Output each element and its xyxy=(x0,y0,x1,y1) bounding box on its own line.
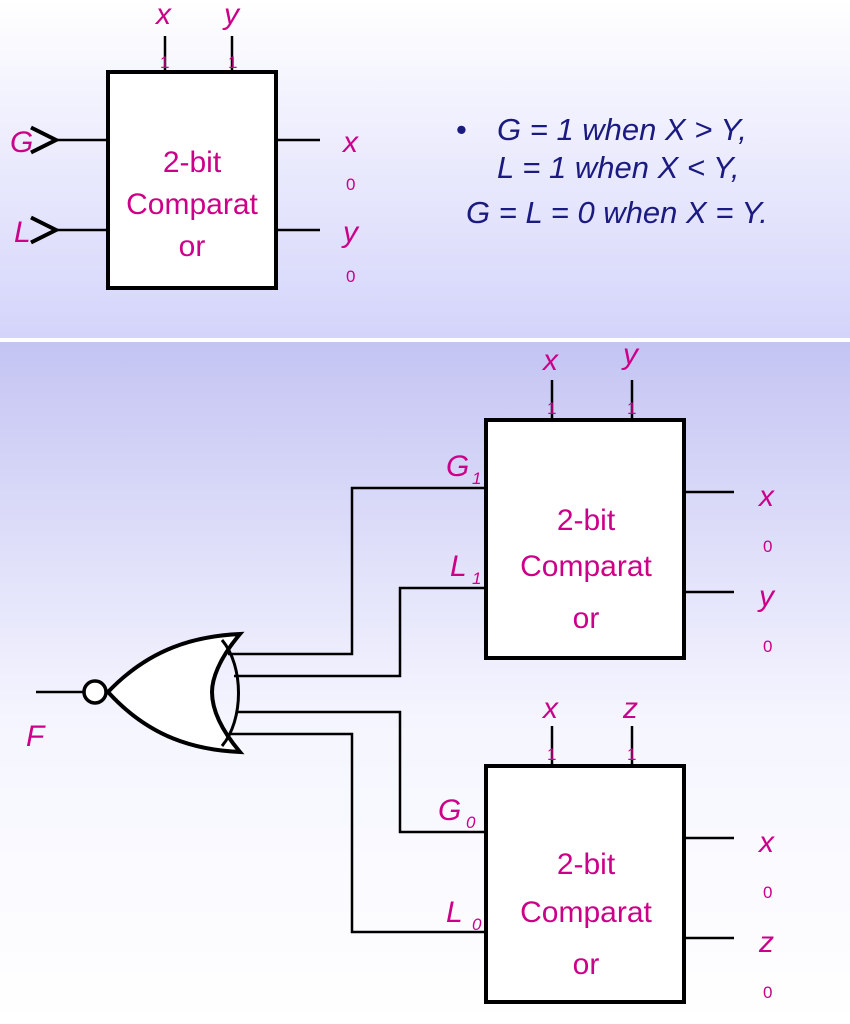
upper-box-line-3: or xyxy=(573,602,600,635)
top-in-y1-letter: y xyxy=(222,0,241,31)
lower-in-z0-sub: 0 xyxy=(763,983,772,1002)
upper-comparator-box xyxy=(484,418,686,660)
nor-bubble xyxy=(82,679,108,705)
upper-in-y1-sub: 1 xyxy=(627,399,636,418)
lower-in-x0-letter: x xyxy=(757,826,775,859)
upper-in-y0-sub: 0 xyxy=(763,637,772,656)
lower-comparator-box xyxy=(484,764,686,1004)
upper-out-g-letter: G xyxy=(446,450,469,483)
top-in-x0-letter: x xyxy=(341,126,359,159)
upper-in-x0-letter: x xyxy=(757,480,775,513)
top-in-y0-letter: y xyxy=(341,216,360,249)
top-in-x0-sub: 0 xyxy=(346,175,355,194)
nor-gate-back-curve xyxy=(220,639,240,747)
lower-comparator: 2-bit Comparat or x 1 z 1 x 0 z 0 G 0 L … xyxy=(438,692,775,1004)
top-out-g: G xyxy=(10,126,33,159)
lower-out-l-letter: L xyxy=(446,896,463,929)
lower-in-z1-sub: 1 xyxy=(627,745,636,764)
upper-box-line-1: 2-bit xyxy=(557,504,616,537)
top-box-line-1: 2-bit xyxy=(163,146,222,179)
wire-g0 xyxy=(236,710,486,834)
upper-in-y1-letter: y xyxy=(621,338,640,371)
lower-box-line-3: or xyxy=(573,948,600,981)
upper-in-x0-sub: 0 xyxy=(763,537,772,556)
wire-l0 xyxy=(230,732,486,934)
top-in-x1-sub: 1 xyxy=(160,53,169,72)
lower-in-x0-sub: 0 xyxy=(763,883,772,902)
note-line-1: G = 1 when X > Y, xyxy=(497,112,747,147)
upper-in-y0-letter: y xyxy=(757,580,776,613)
lower-in-z1-letter: z xyxy=(622,692,638,725)
upper-in-x1-sub: 1 xyxy=(547,399,556,418)
lower-out-l-sub: 0 xyxy=(472,915,482,934)
truth-notes: • G = 1 when X > Y, L = 1 when X < Y, G … xyxy=(456,112,768,230)
top-box-line-2: Comparat xyxy=(126,188,258,221)
wire-g1 xyxy=(228,486,486,656)
lower-box-line-2: Comparat xyxy=(520,896,652,929)
top-in-x1-letter: x xyxy=(154,0,172,31)
upper-out-l-sub: 1 xyxy=(472,569,481,588)
top-comparator: 2-bit Comparat or x 1 y 1 x 0 y 0 G L xyxy=(10,0,360,290)
top-in-y0-sub: 0 xyxy=(346,267,355,286)
top-comparator-box xyxy=(106,70,278,290)
nor-gate: F xyxy=(26,631,245,755)
note-line-3: G = L = 0 when X = Y. xyxy=(466,195,768,230)
upper-box-line-2: Comparat xyxy=(520,550,652,583)
lower-in-z0-letter: z xyxy=(758,926,774,959)
lower-in-x1-letter: x xyxy=(541,692,559,725)
upper-out-l-letter: L xyxy=(450,550,467,583)
upper-comparator: 2-bit Comparat or x 1 y 1 x 0 y 0 G 1 L … xyxy=(446,338,776,660)
wire-l1 xyxy=(234,586,486,678)
nor-gate-body xyxy=(105,631,245,755)
upper-out-g-sub: 1 xyxy=(472,469,481,488)
upper-in-x1-letter: x xyxy=(541,344,559,377)
top-in-y1-sub: 1 xyxy=(228,53,237,72)
note-bullet: • xyxy=(456,112,467,147)
lower-box-line-1: 2-bit xyxy=(557,848,616,881)
note-line-2: L = 1 when X < Y, xyxy=(497,150,739,185)
lower-in-x1-sub: 1 xyxy=(547,745,556,764)
panel-divider xyxy=(0,338,850,342)
lower-out-g-letter: G xyxy=(438,794,461,827)
top-box-line-3: or xyxy=(179,230,206,263)
lower-out-g-sub: 0 xyxy=(466,813,476,832)
top-out-l: L xyxy=(14,216,31,249)
output-f-label: F xyxy=(26,720,46,753)
nor-input-wires xyxy=(228,486,486,934)
